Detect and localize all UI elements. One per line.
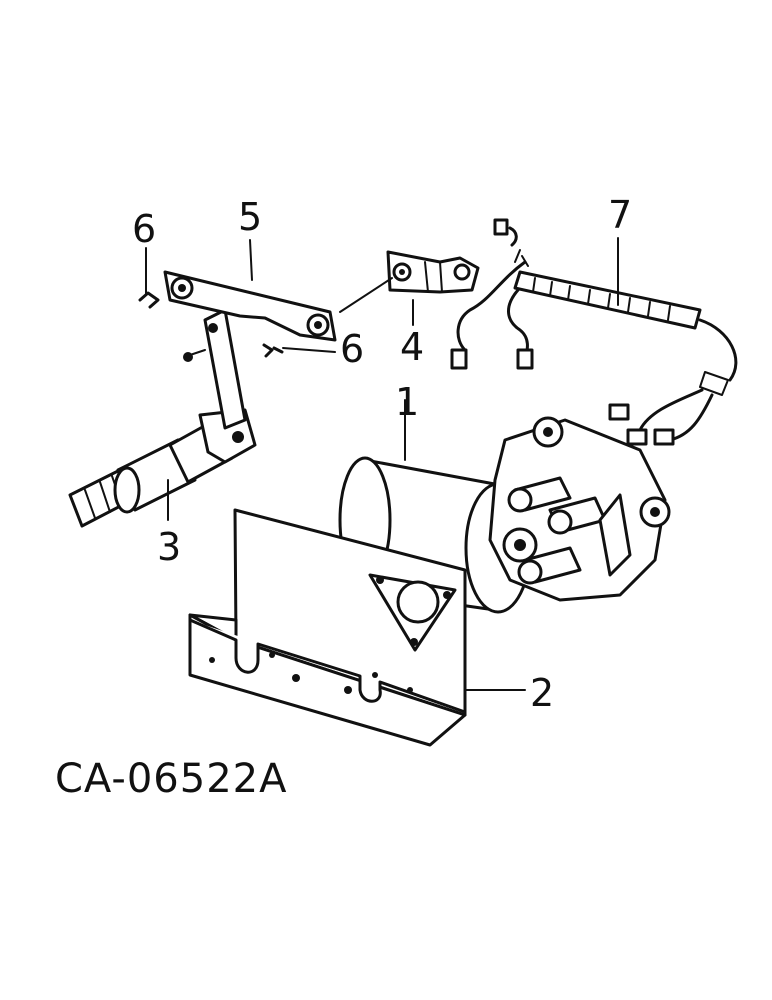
callout-part-6-lower: 6	[340, 327, 364, 371]
callout-part-4: 4	[400, 325, 424, 369]
callout-part-1: 1	[395, 380, 419, 424]
wiper-pivot-shaft	[68, 308, 257, 528]
callout-part-2: 2	[530, 671, 554, 715]
retaining-clip-upper	[138, 291, 160, 309]
leader-lines	[145, 237, 619, 691]
mounting-bracket	[386, 250, 480, 294]
callout-part-7: 7	[608, 193, 632, 237]
figure-id: CA-06522A	[55, 756, 287, 802]
drive-link	[163, 270, 337, 342]
wiring-harness	[450, 218, 738, 446]
motor-mounting-plate	[188, 508, 467, 747]
callout-part-3: 3	[157, 525, 181, 569]
callout-part-6-upper: 6	[132, 207, 156, 251]
retaining-clip-lower	[262, 343, 284, 358]
callout-part-5: 5	[238, 195, 262, 239]
